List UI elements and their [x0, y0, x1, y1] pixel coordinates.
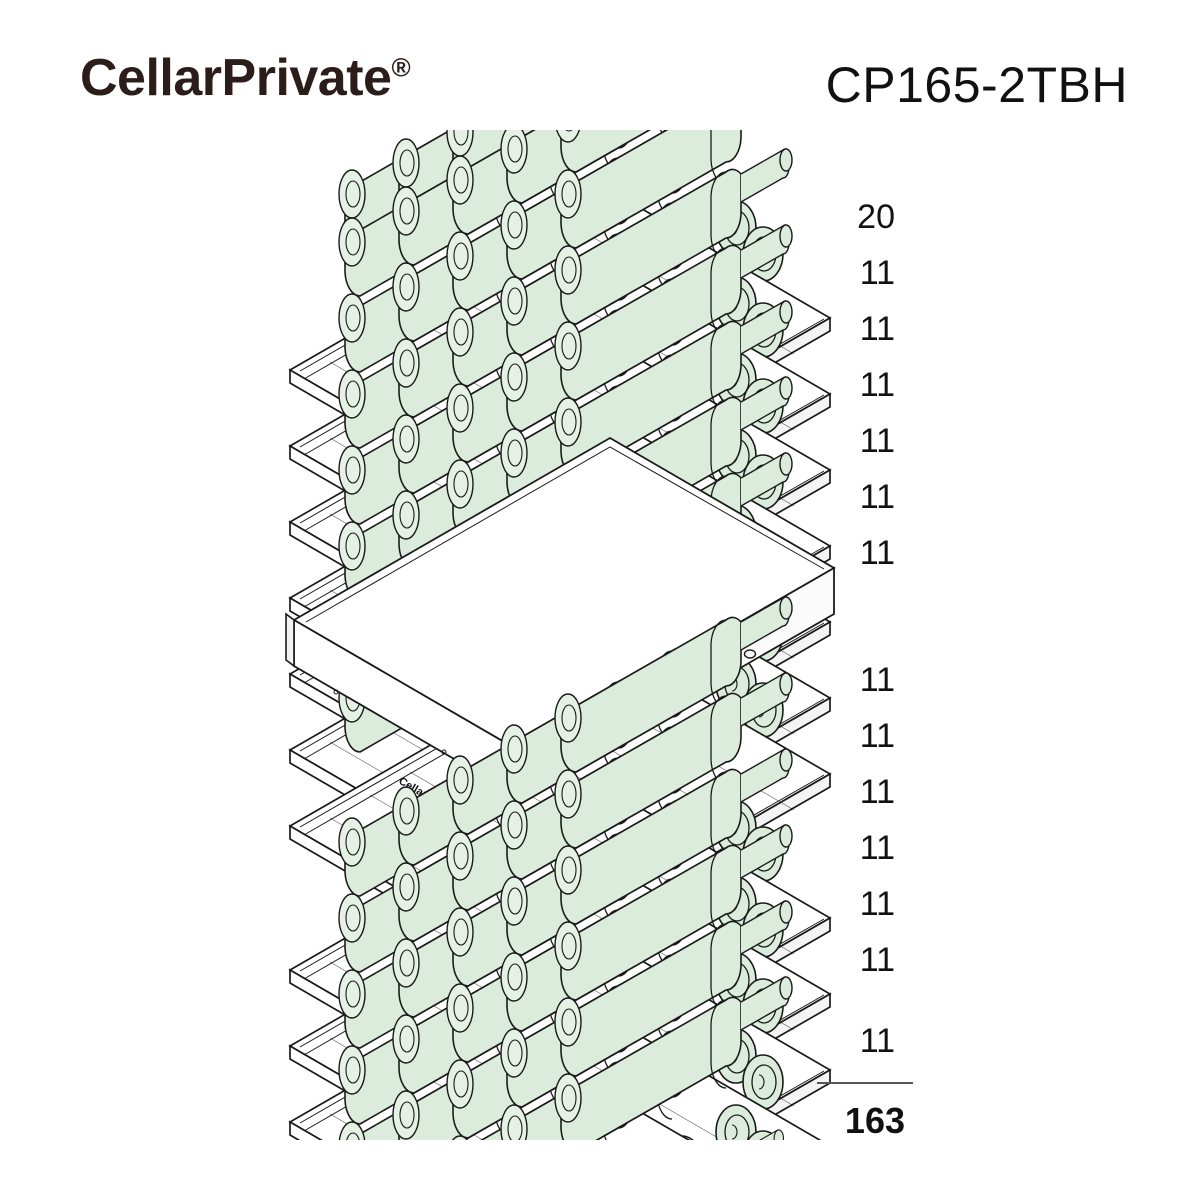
wine-cabinet-isometric-drawing: CellarPrivate: [285, 130, 836, 1140]
panel-screw: [441, 749, 447, 755]
shelf-count-1: 20: [857, 198, 895, 236]
shelf-count-10: 11: [859, 773, 895, 811]
total-capacity: 163: [844, 1100, 905, 1141]
total-divider: [817, 1082, 913, 1084]
model-number: CP165-2TBH: [825, 57, 1128, 113]
shelf-count-3: 11: [859, 310, 895, 348]
brand-name: CellarPrivate: [80, 49, 392, 107]
shelf-count-12: 11: [859, 885, 895, 923]
shelf-count-6: 11: [859, 478, 895, 516]
panel-button[interactable]: [743, 649, 757, 659]
brand-logo: CellarPrivate®: [80, 52, 411, 104]
shelf-count-5: 11: [859, 422, 895, 460]
shelf-count-9: 11: [859, 717, 895, 755]
shelf-count-8: 11: [859, 661, 895, 699]
shelf-count-13: 11: [859, 941, 895, 979]
shelf-count-7: 11: [859, 534, 895, 572]
panel-screw: [333, 689, 339, 695]
shelf-count-11: 11: [859, 829, 895, 867]
shelf-count-14: 11: [859, 1022, 895, 1060]
registered-trademark-icon: ®: [391, 52, 411, 83]
shelf-count-4: 11: [859, 366, 895, 404]
capacity-column: 20 11 11 11 11 11 11 11 11 11 11 11 11 1…: [815, 0, 955, 1200]
shelf-count-2: 11: [859, 254, 895, 292]
